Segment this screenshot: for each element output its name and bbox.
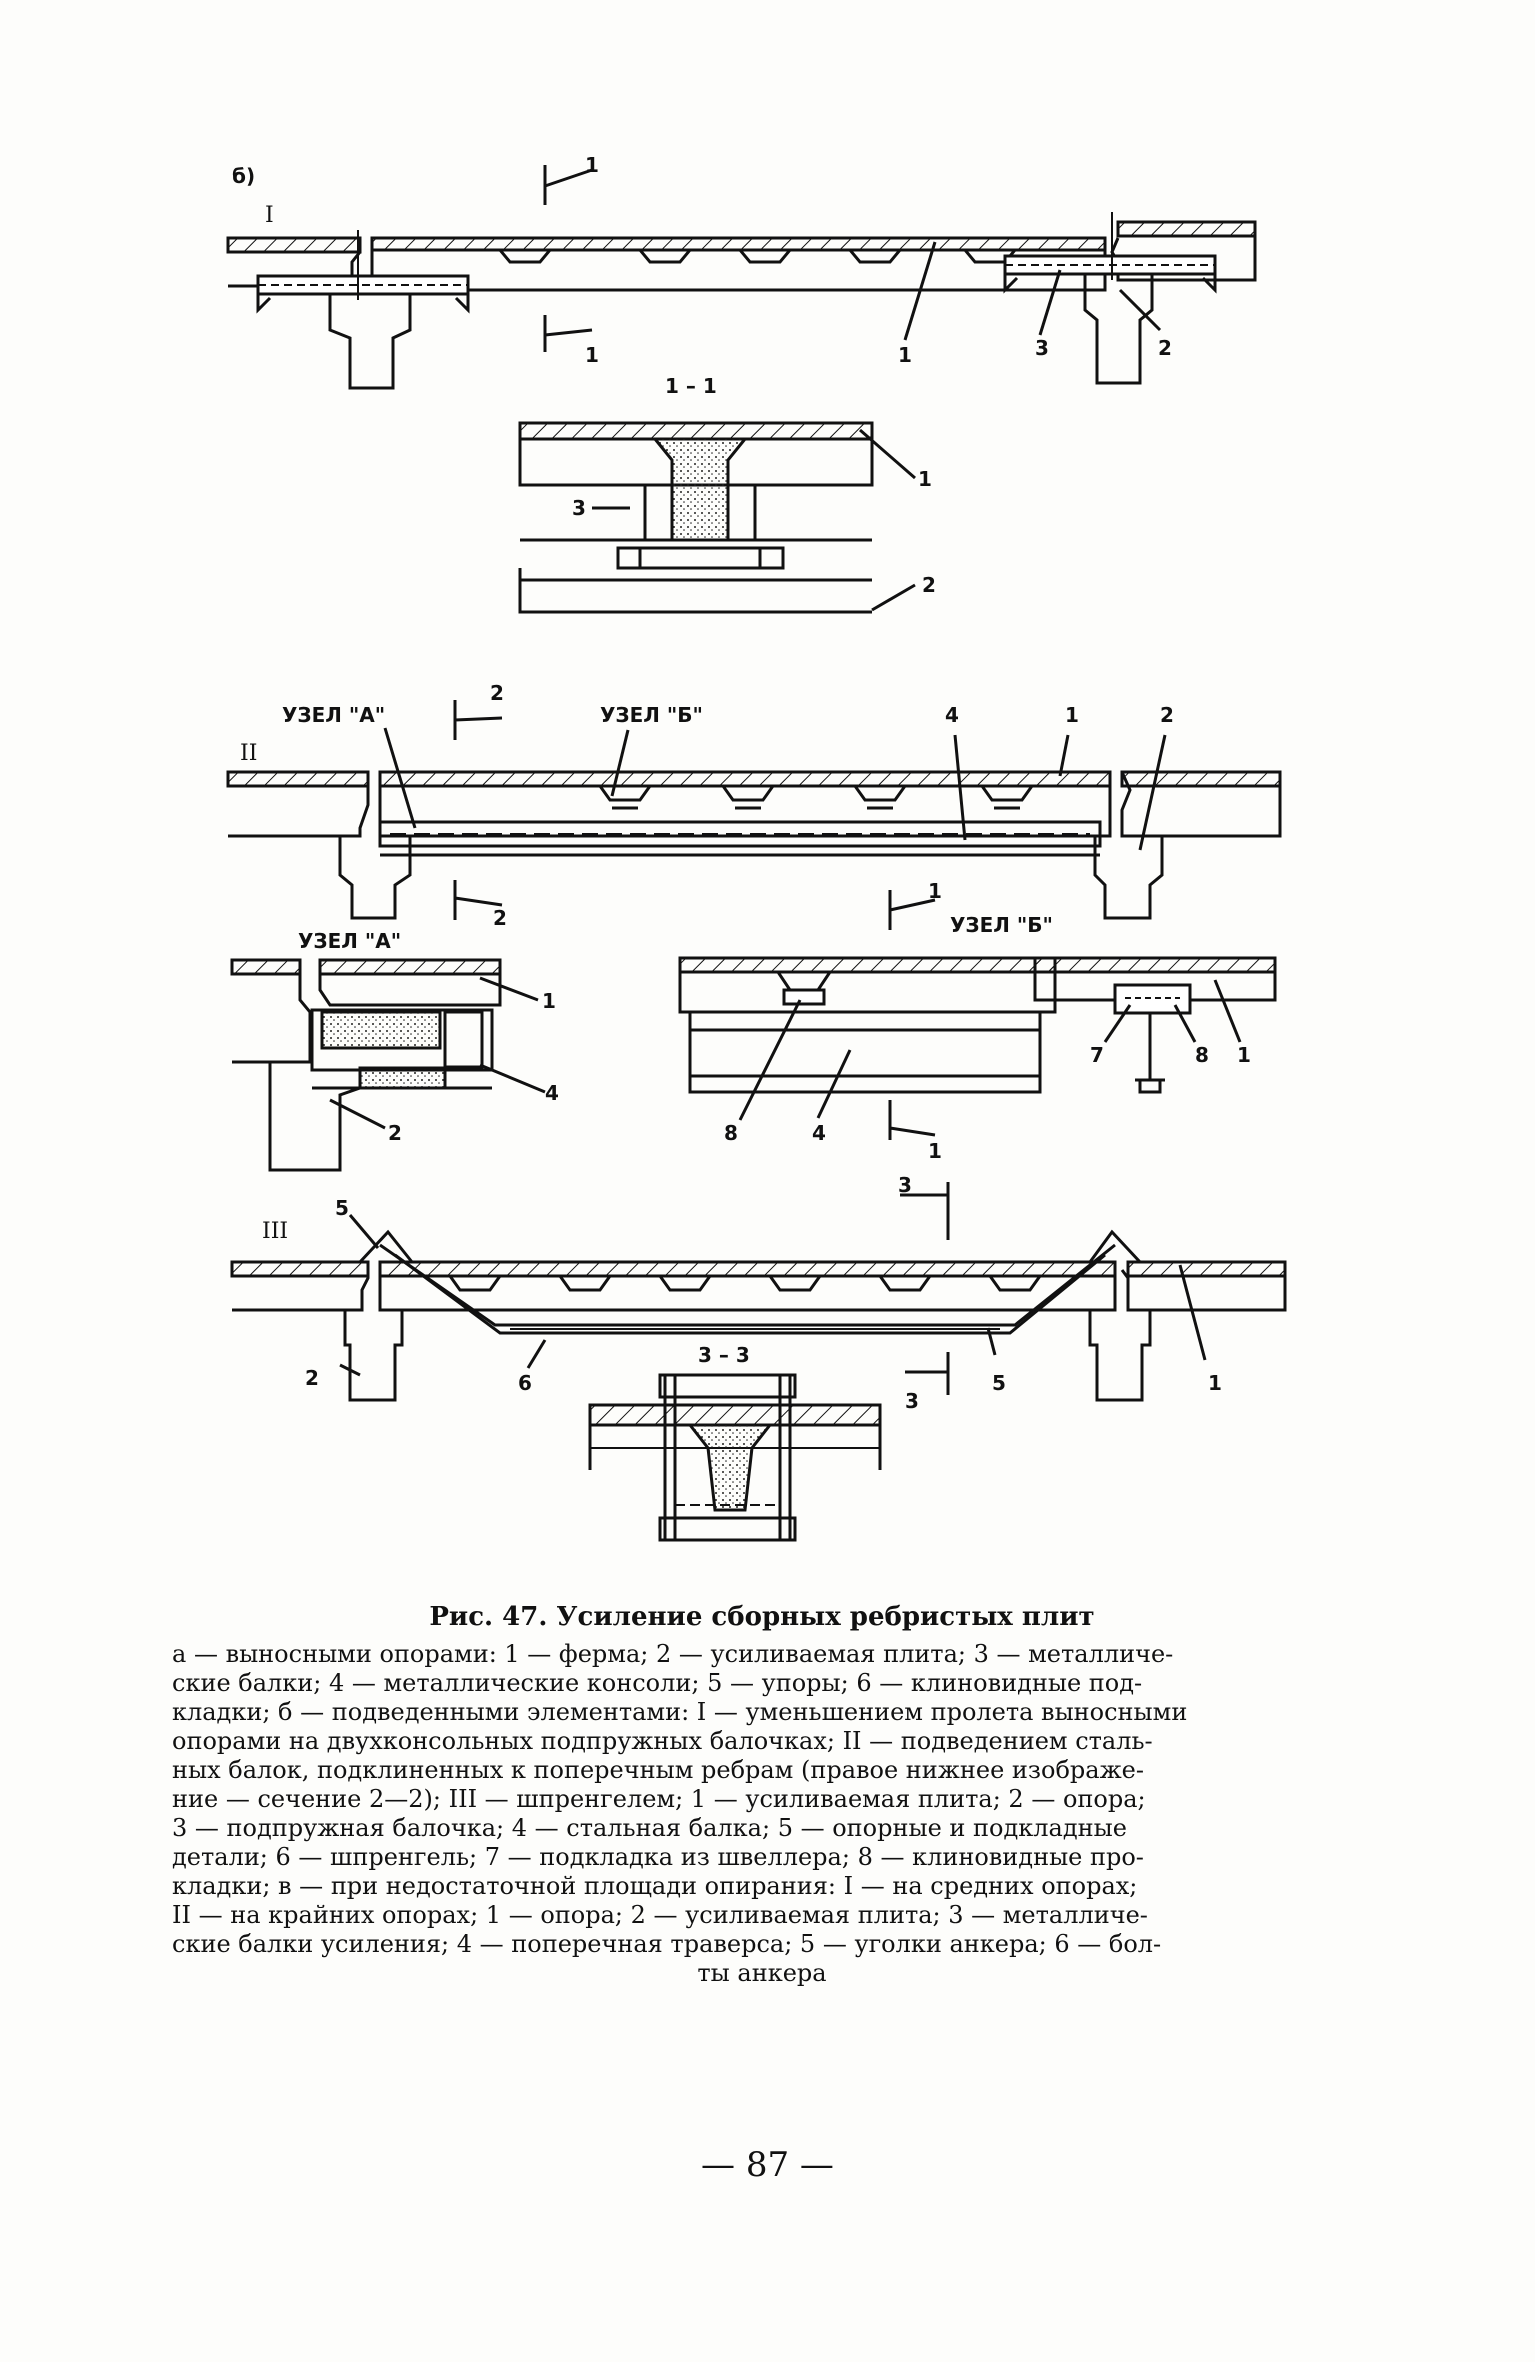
page-number: — 87 — bbox=[701, 2145, 834, 2185]
caption-line: а — выносными опорами: 1 — ферма; 2 — ус… bbox=[172, 1640, 1174, 1668]
section-3-3-title: 3 – 3 bbox=[698, 1343, 750, 1367]
label-8: 8 bbox=[724, 1121, 738, 1145]
label-6: 6 bbox=[518, 1371, 532, 1395]
label-1: 1 bbox=[1237, 1043, 1251, 1067]
caption-line: ты анкера bbox=[697, 1959, 827, 1987]
node-a-detail-label: УЗЕЛ "А" bbox=[298, 929, 401, 953]
figure-labels: б) I 1 1 1 3 2 1 – 1 1 3 2 УЗЕЛ "А" УЗЕЛ… bbox=[232, 153, 1251, 1413]
part-label: б) bbox=[232, 164, 255, 188]
node-b-section bbox=[1033, 956, 1277, 1094]
label-3: 3 bbox=[898, 1173, 912, 1197]
node-b-detail-label: УЗЕЛ "Б" bbox=[950, 913, 1053, 937]
label-5: 5 bbox=[992, 1371, 1006, 1395]
caption-line: ных балок, подклиненных к поперечным реб… bbox=[172, 1756, 1144, 1784]
row-2-elevation bbox=[226, 700, 1282, 920]
node-a-detail bbox=[230, 958, 546, 1172]
label-3: 3 bbox=[572, 496, 586, 520]
caption-line: ские балки усиления; 4 — поперечная трав… bbox=[172, 1930, 1162, 1958]
figure-caption: Рис. 47. Усиление сборных ребристых плит… bbox=[172, 1602, 1352, 1988]
caption-body: а — выносными опорами: 1 — ферма; 2 — ус… bbox=[172, 1640, 1352, 1988]
label-1: 1 bbox=[542, 989, 556, 1013]
label-1: 1 bbox=[1065, 703, 1079, 727]
caption-line: II — на крайних опорах; 1 — опора; 2 — у… bbox=[172, 1901, 1148, 1929]
label-2: 2 bbox=[1158, 336, 1172, 360]
node-a-label: УЗЕЛ "А" bbox=[282, 703, 385, 727]
label-3: 3 bbox=[1035, 336, 1049, 360]
row-2-label: II bbox=[240, 741, 257, 766]
row-1-label: I bbox=[265, 203, 274, 228]
label-7: 7 bbox=[1090, 1043, 1104, 1067]
caption-line: 3 — подпружная балочка; 4 — стальная бал… bbox=[172, 1814, 1127, 1842]
label-2: 2 bbox=[1160, 703, 1174, 727]
label-4: 4 bbox=[812, 1121, 826, 1145]
section-3-3 bbox=[588, 1373, 882, 1542]
section-1-1-title: 1 – 1 bbox=[665, 374, 717, 398]
label-2: 2 bbox=[922, 573, 936, 597]
label-8: 8 bbox=[1195, 1043, 1209, 1067]
caption-title: Рис. 47. Усиление сборных ребристых плит bbox=[429, 1602, 1095, 1632]
label-1: 1 bbox=[928, 1139, 942, 1163]
label-2: 2 bbox=[305, 1366, 319, 1390]
technical-drawing: б) I 1 1 1 3 2 1 – 1 1 3 2 УЗЕЛ "А" УЗЕЛ… bbox=[226, 153, 1287, 1542]
label-1: 1 bbox=[585, 153, 599, 177]
caption-line: кладки; б — подведенными элементами: I —… bbox=[172, 1698, 1188, 1726]
label-3: 3 bbox=[905, 1389, 919, 1413]
node-b-elevation bbox=[678, 890, 1057, 1140]
section-1-1 bbox=[518, 421, 916, 614]
label-2: 2 bbox=[388, 1121, 402, 1145]
caption-line: опорами на двухконсольных подпружных бал… bbox=[172, 1727, 1153, 1755]
row-1-elevation bbox=[226, 165, 1257, 390]
label-1: 1 bbox=[918, 467, 932, 491]
node-b-label: УЗЕЛ "Б" bbox=[600, 703, 703, 727]
label-1: 1 bbox=[928, 879, 942, 903]
label-5: 5 bbox=[335, 1196, 349, 1220]
row-3-label: III bbox=[262, 1219, 288, 1244]
caption-line: детали; 6 — шпренгель; 7 — подкладка из … bbox=[172, 1843, 1144, 1871]
caption-line: ние — сечение 2—2); III — шпренгелем; 1 … bbox=[172, 1785, 1146, 1813]
label-1: 1 bbox=[898, 343, 912, 367]
label-2: 2 bbox=[490, 681, 504, 705]
label-1: 1 bbox=[585, 343, 599, 367]
label-4: 4 bbox=[545, 1081, 559, 1105]
label-1: 1 bbox=[1208, 1371, 1222, 1395]
label-4: 4 bbox=[945, 703, 959, 727]
caption-line: кладки; в — при недостаточной площади оп… bbox=[172, 1872, 1138, 1900]
caption-line: ские балки; 4 — металлические консоли; 5… bbox=[172, 1669, 1143, 1697]
row-3-elevation bbox=[230, 1182, 1287, 1402]
label-2: 2 bbox=[493, 906, 507, 930]
